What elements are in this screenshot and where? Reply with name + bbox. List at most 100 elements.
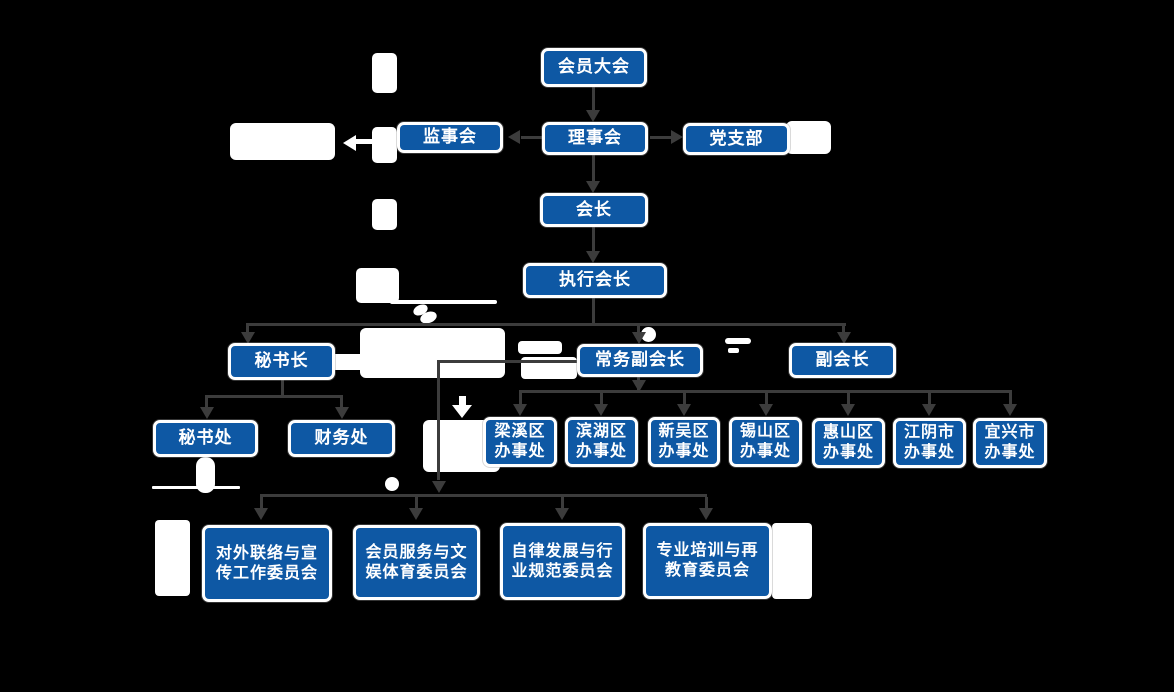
connector-segment <box>928 393 931 404</box>
node-label: 理事会 <box>568 128 622 148</box>
node-label: 滨湖区 办事处 <box>575 423 627 460</box>
connector-arrowhead-down <box>632 332 646 344</box>
node-vice-president: 副会长 <box>789 343 896 378</box>
white-arrow-down-icon <box>452 405 472 418</box>
connector-arrowhead-down <box>699 508 713 520</box>
connector-arrowhead-left <box>508 130 520 144</box>
node-label: 党支部 <box>709 128 764 148</box>
white-arrow-left-icon <box>343 135 356 151</box>
connector-arrowhead-down <box>555 508 569 520</box>
node-committee-self-discipline: 自律发展与行 业规范委员会 <box>500 523 625 600</box>
connector-segment <box>521 136 542 139</box>
connector-segment <box>842 326 845 333</box>
connector-arrowhead-down <box>841 404 855 416</box>
node-label: 副会长 <box>815 350 870 370</box>
node-secretariat: 秘书处 <box>153 420 258 457</box>
node-office-jiangyin: 江阴市 办事处 <box>893 418 966 468</box>
connector-segment <box>561 497 564 508</box>
node-label: 会员服务与文 娱体育委员会 <box>365 543 468 581</box>
connector-segment <box>519 390 1012 393</box>
connector-arrowhead-down <box>594 404 608 416</box>
connector-segment <box>437 363 440 480</box>
node-label: 江阴市 办事处 <box>903 424 955 461</box>
connector-segment <box>340 398 343 407</box>
node-office-binhu: 滨湖区 办事处 <box>565 417 638 467</box>
connector-arrowhead-right <box>671 130 683 144</box>
connector-segment <box>437 360 579 363</box>
white-artifact-rect <box>372 199 397 230</box>
node-label: 自律发展与行 业规范委员会 <box>511 542 614 580</box>
white-artifact-rect <box>360 328 505 378</box>
connector-arrowhead-down <box>241 332 255 344</box>
connector-segment <box>637 326 640 332</box>
connector-arrowhead-down <box>1003 404 1017 416</box>
white-artifact-circle <box>385 477 399 491</box>
connector-arrowhead-down <box>677 404 691 416</box>
connector-arrowhead-down <box>254 508 268 520</box>
node-council: 理事会 <box>542 122 648 155</box>
node-party-branch: 党支部 <box>683 123 790 155</box>
connector-arrowhead-down <box>586 110 600 122</box>
connector-segment <box>281 380 284 395</box>
node-supervisory-board: 监事会 <box>397 122 503 153</box>
node-office-xinwu: 新吴区 办事处 <box>648 417 720 467</box>
white-artifact-rect <box>725 338 751 344</box>
connector-segment <box>592 155 595 182</box>
white-artifact-rect <box>772 523 812 599</box>
connector-segment <box>260 497 263 508</box>
node-label: 秘书长 <box>254 351 309 371</box>
connector-segment <box>592 227 595 252</box>
connector-segment <box>847 393 850 404</box>
white-artifact-rect <box>728 348 739 353</box>
connector-segment <box>600 393 603 404</box>
node-label: 常务副会长 <box>595 350 685 370</box>
connector-segment <box>519 393 522 404</box>
node-finance-office: 财务处 <box>288 420 395 457</box>
node-executive-president: 执行会长 <box>523 263 667 298</box>
connector-segment <box>1009 393 1012 404</box>
connector-segment <box>415 497 418 508</box>
connector-arrowhead-down <box>335 407 349 419</box>
white-artifact-rect <box>518 341 562 354</box>
node-office-liangxi: 梁溪区 办事处 <box>483 417 557 467</box>
connector-arrowhead-down <box>586 181 600 193</box>
connector-arrowhead-down <box>586 251 600 263</box>
connector-segment <box>205 398 208 407</box>
node-label: 执行会长 <box>559 270 631 290</box>
white-artifact-rect <box>390 300 497 304</box>
connector-arrowhead-down <box>922 404 936 416</box>
connector-arrowhead-down <box>200 407 214 419</box>
connector-arrowhead-down <box>759 404 773 416</box>
connector-arrowhead-down <box>432 481 446 493</box>
connector-segment <box>683 393 686 404</box>
connector-arrowhead-down <box>632 380 646 392</box>
white-artifact-rect <box>196 457 215 493</box>
node-president: 会长 <box>540 193 648 227</box>
connector-segment <box>765 393 768 404</box>
node-label: 新吴区 办事处 <box>658 423 710 460</box>
node-label: 秘书处 <box>178 428 233 448</box>
node-members-assembly: 会员大会 <box>541 48 647 87</box>
connector-segment <box>705 497 708 508</box>
white-artifact-rect <box>355 139 373 144</box>
connector-segment <box>246 323 846 326</box>
node-standing-vice-president: 常务副会长 <box>577 344 703 377</box>
connector-arrowhead-down <box>837 332 851 344</box>
connector-arrowhead-down <box>409 508 423 520</box>
node-committee-training: 专业培训与再 教育委员会 <box>643 523 772 599</box>
node-label: 财务处 <box>314 428 369 448</box>
white-artifact-rect <box>230 123 335 160</box>
node-label: 专业培训与再 教育委员会 <box>656 542 759 579</box>
node-office-yixing: 宜兴市 办事处 <box>973 418 1047 468</box>
white-artifact-rect <box>356 268 399 303</box>
node-committee-member-services: 会员服务与文 娱体育委员会 <box>353 525 480 600</box>
node-secretary-general: 秘书长 <box>228 343 335 380</box>
connector-segment <box>592 87 595 111</box>
connector-segment <box>650 136 673 139</box>
white-artifact-rect <box>155 520 190 596</box>
connector-segment <box>260 494 707 497</box>
node-committee-external-liaison: 对外联络与宣 传工作委员会 <box>202 525 332 602</box>
white-artifact-rect <box>786 121 831 154</box>
white-artifact-rect <box>333 354 362 370</box>
